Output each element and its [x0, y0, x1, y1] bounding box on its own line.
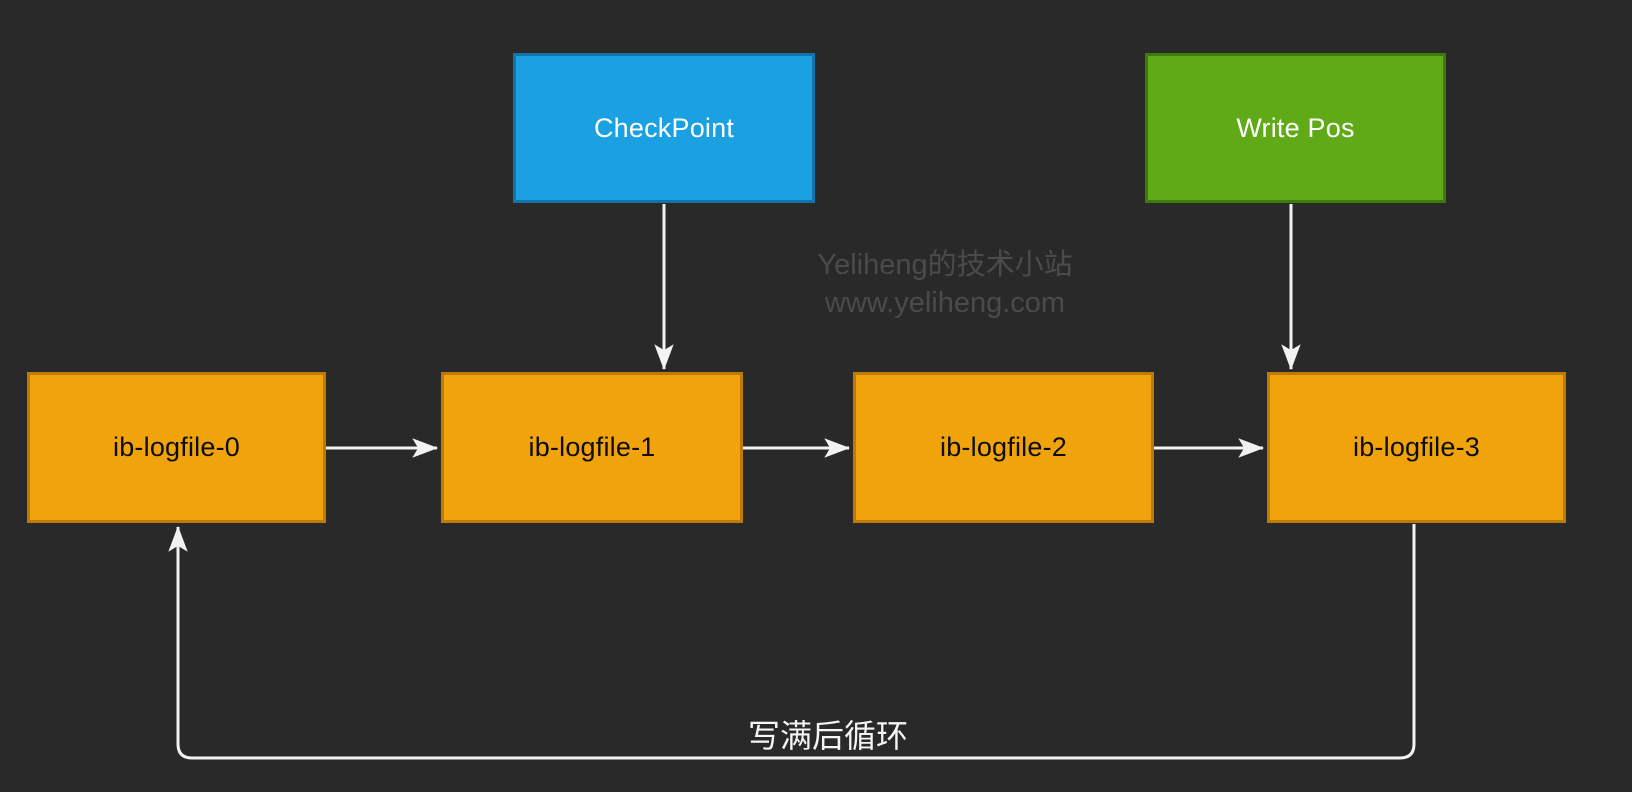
node-ib-logfile-0-label: ib-logfile-0 — [113, 432, 240, 462]
node-checkpoint-label: CheckPoint — [593, 112, 735, 143]
node-write-pos-label: Write Pos — [1236, 112, 1355, 143]
node-ib-logfile-0: ib-logfile-0 — [27, 372, 326, 523]
node-ib-logfile-2: ib-logfile-2 — [853, 372, 1154, 523]
node-ib-logfile-3: ib-logfile-3 — [1267, 372, 1566, 523]
node-ib-logfile-1-label: ib-logfile-1 — [528, 432, 656, 462]
watermark-line1: Yeliheng的技术小站 — [817, 249, 1073, 281]
watermark-line2: www.yeliheng.com — [824, 287, 1066, 319]
node-write-pos: Write Pos — [1145, 53, 1446, 203]
node-checkpoint: CheckPoint — [513, 53, 815, 203]
node-ib-logfile-3-label: ib-logfile-3 — [1353, 432, 1480, 462]
node-ib-logfile-1: ib-logfile-1 — [441, 372, 743, 523]
loop-arrow-label: 写满后循环 — [747, 718, 908, 754]
node-ib-logfile-2-label: ib-logfile-2 — [940, 432, 1067, 462]
watermark: Yeliheng的技术小站 www.yeliheng.com — [750, 246, 1140, 322]
